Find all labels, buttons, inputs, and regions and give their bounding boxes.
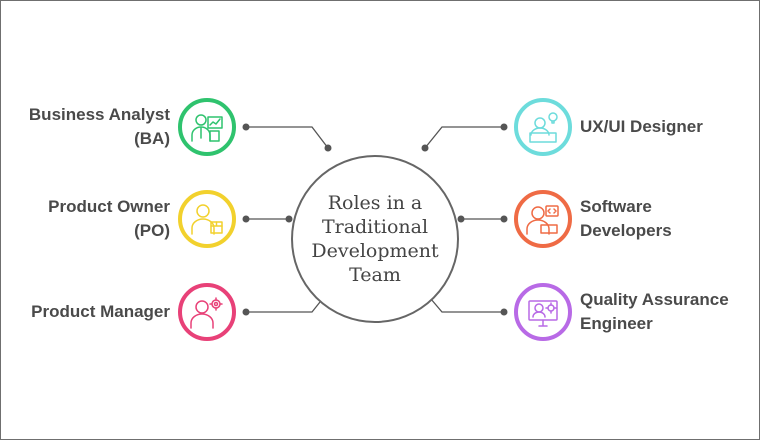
quality-assurance-icon [528, 300, 558, 327]
label-ux-ui-designer: UX/UI Designer [580, 117, 703, 136]
connector-business-analyst [246, 126, 329, 149]
business-analyst-icon [191, 114, 223, 142]
central-topic: Roles in a Traditional Development Team [291, 155, 459, 323]
node-software-developers [514, 190, 572, 248]
product-manager-icon [190, 297, 223, 329]
product-owner-icon [191, 204, 223, 235]
ux-ui-designer-icon [529, 112, 558, 143]
node-business-analyst [178, 98, 236, 156]
label-product-owner: Product Owner (PO) [48, 197, 170, 240]
label-business-analyst: Business Analyst (BA) [28, 105, 170, 148]
connector-ux-ui-designer [424, 126, 504, 149]
node-ux-ui-designer [514, 98, 572, 156]
software-developer-icon [526, 205, 559, 235]
node-product-manager [178, 283, 236, 341]
node-product-owner [178, 190, 236, 248]
center-title: Roles in a Traditional Development Team [311, 192, 439, 286]
label-software-developers: Software Developers [580, 197, 672, 240]
label-product-manager: Product Manager [31, 302, 170, 321]
label-quality-assurance: Quality Assurance Engineer [580, 290, 729, 333]
node-quality-assurance [514, 283, 572, 341]
